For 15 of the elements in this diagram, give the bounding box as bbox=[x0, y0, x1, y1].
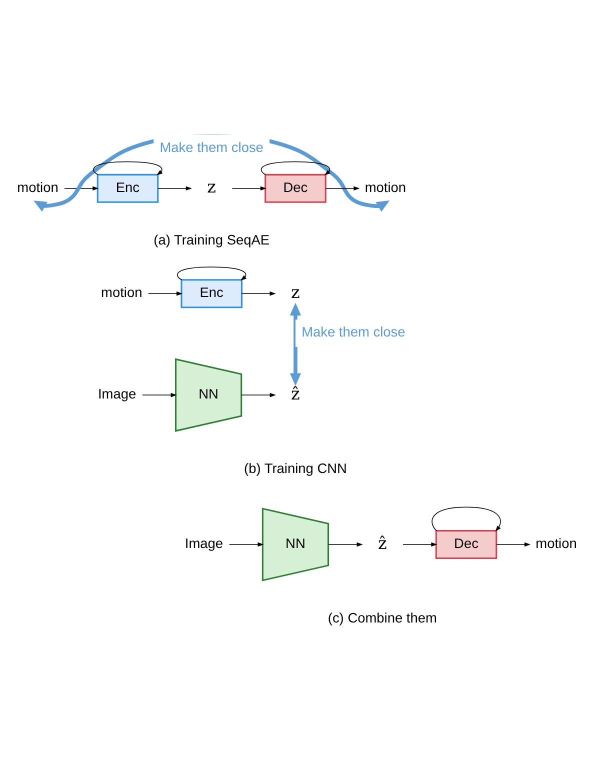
node-text: ẑ bbox=[378, 532, 387, 552]
edge-label: Make them close bbox=[160, 140, 264, 155]
label: (b) Training CNN bbox=[244, 460, 347, 476]
node-text: z bbox=[207, 176, 216, 196]
label: (c) Combine them bbox=[328, 610, 437, 626]
node-text: motion bbox=[536, 535, 577, 550]
node-text: motion bbox=[17, 179, 58, 194]
edge-label: Make them close bbox=[302, 324, 406, 340]
node-text: motion bbox=[101, 284, 142, 300]
node-text: Image bbox=[184, 535, 224, 550]
node-text: ẑ bbox=[291, 382, 300, 403]
node-text: z bbox=[291, 281, 300, 302]
node-text: Image bbox=[98, 386, 136, 401]
label: (a) Training SeqAE bbox=[154, 232, 270, 247]
node-text: motion bbox=[364, 179, 406, 194]
